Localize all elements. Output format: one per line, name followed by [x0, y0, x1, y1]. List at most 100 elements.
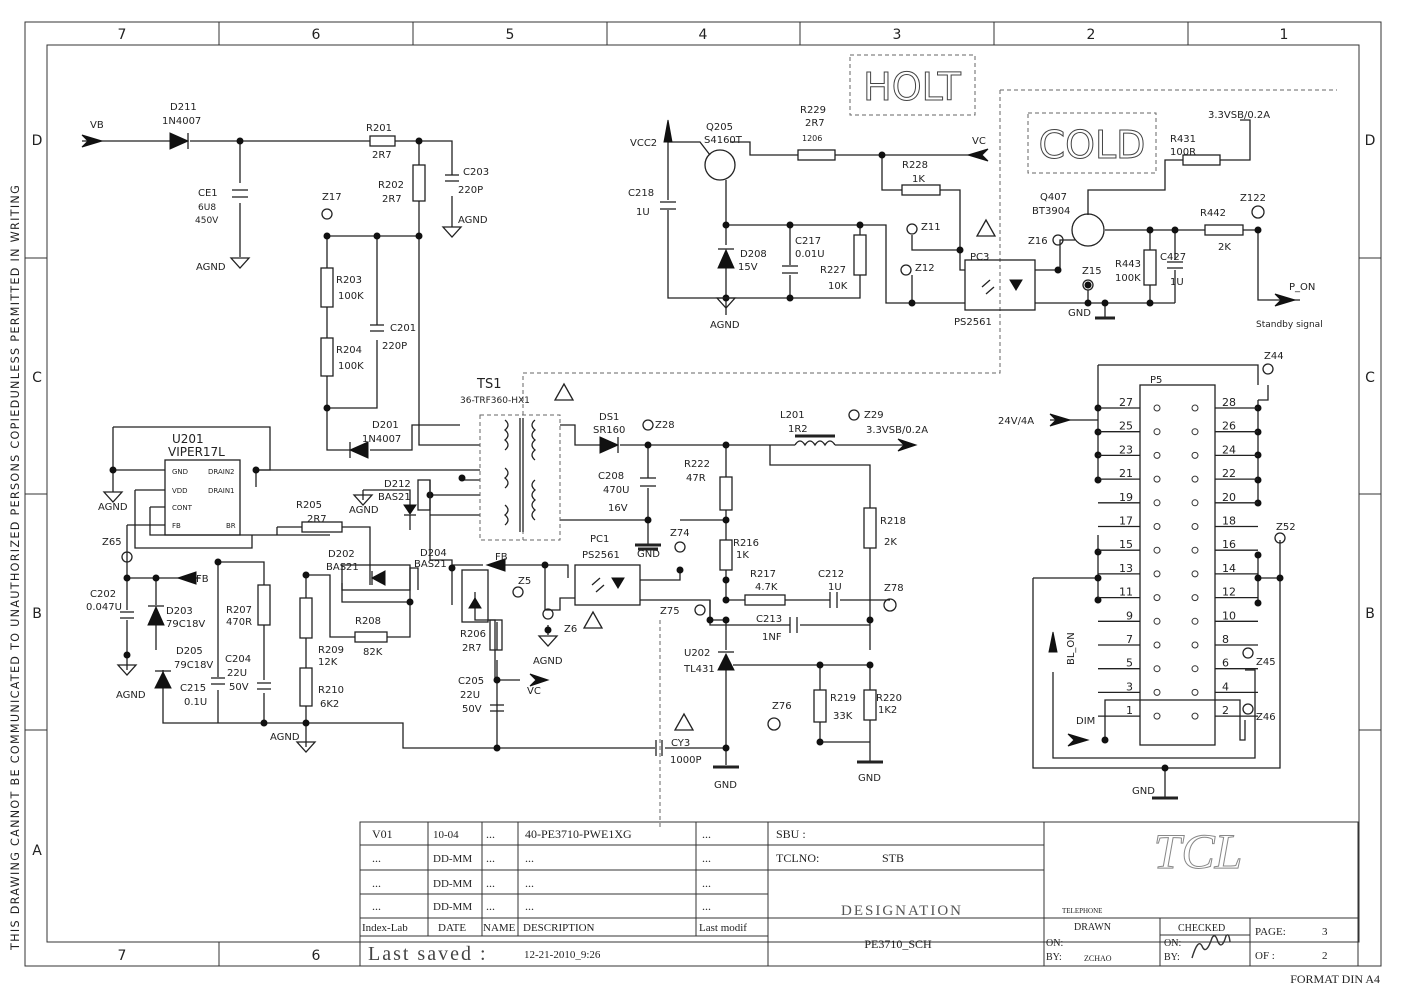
column-label: 4 [699, 27, 708, 43]
component-ref: R228 [902, 160, 928, 171]
component-ref: CY3 [671, 738, 690, 749]
p5-pin-number: 18 [1222, 515, 1236, 528]
column-label: 7 [118, 948, 127, 964]
rev-date: 10-04 [433, 829, 459, 841]
ground-label: GND [858, 773, 881, 784]
net-3v3-standby: 3.3VSB/0.2A [1208, 110, 1270, 121]
p5-pin-pad [1191, 594, 1199, 602]
component-value: 16V [608, 503, 628, 514]
p5-pin-number: 16 [1222, 538, 1236, 551]
component-value: 2K [1218, 242, 1231, 253]
column-label: 7 [118, 27, 127, 43]
p5-pin-number: 4 [1222, 680, 1229, 693]
component-ref: R431 [1170, 134, 1196, 145]
component-labels: D211 1N4007 CE1 6U8 450V R201 2R7 R202 2… [86, 102, 1296, 766]
test-point-ref: Z28 [655, 420, 675, 431]
component-value: 10K [828, 281, 848, 292]
p5-pin-number: 10 [1222, 609, 1236, 622]
row-label: A [32, 843, 42, 859]
component-ref: D211 [170, 102, 197, 113]
component-ref: Q407 [1040, 192, 1067, 203]
rev-name: ... [486, 827, 495, 841]
component-ref: C208 [598, 471, 624, 482]
component-value: 0.1U [184, 697, 207, 708]
column-label: 2 [1087, 27, 1096, 43]
component-ref: D212 [384, 479, 411, 490]
designation-value: PE3710_SCH [864, 937, 932, 951]
p5-pin-pad [1191, 617, 1199, 625]
p5-pin-pad [1191, 475, 1199, 483]
junction-dots [109, 137, 1284, 772]
sbu-label: SBU : [776, 827, 806, 841]
drawn-by-value: ZCHAO [1084, 954, 1112, 963]
page-label: PAGE: [1255, 926, 1286, 938]
component-ref: D201 [372, 420, 399, 431]
component-ref: C218 [628, 188, 654, 199]
p5-pin-pad [1191, 428, 1199, 436]
component-ref: R201 [366, 123, 392, 134]
checked-signature [1191, 934, 1231, 959]
test-point-ref: Z122 [1240, 193, 1266, 204]
component-ref: D205 [176, 646, 203, 657]
ground-label: GND [1068, 308, 1091, 319]
component-ref: D208 [740, 249, 767, 260]
component-ref: R210 [318, 685, 344, 696]
net-3v3-standby: 3.3VSB/0.2A [866, 425, 928, 436]
component-value: BAS21 [378, 492, 411, 503]
p5-pin-number: 15 [1119, 538, 1133, 551]
component-value: 1U [1170, 277, 1184, 288]
standby-signal-label: Standby signal [1256, 320, 1323, 330]
pin-label: VDD [172, 487, 188, 495]
component-ref: U201 [172, 432, 204, 446]
rev-description: ... [525, 876, 534, 890]
ground-label: GND [1132, 786, 1155, 797]
component-ref: R206 [460, 629, 486, 640]
component-ref: C205 [458, 676, 484, 687]
net-vb: VB [90, 120, 104, 131]
header-description: DESCRIPTION [523, 922, 595, 934]
ground-label: AGND [116, 690, 146, 701]
p5-pin-number: 5 [1126, 657, 1133, 670]
component-ref: C202 [90, 589, 116, 600]
component-value: 1N4007 [362, 434, 401, 445]
p5-pin-pad [1153, 475, 1161, 483]
component-ref: R222 [684, 459, 710, 470]
wiring [82, 119, 1300, 798]
net-fb: FB [196, 574, 209, 585]
p5-pin-pad [1153, 594, 1161, 602]
test-point-ref: Z17 [322, 192, 342, 203]
p5-pin-number: 26 [1222, 420, 1236, 433]
pin-label: GND [172, 468, 188, 476]
pin-label: DRAIN1 [208, 487, 235, 495]
rev-index: ... [372, 899, 381, 913]
component-value: 1U [828, 582, 842, 593]
component-ref: R229 [800, 105, 826, 116]
component-value: 1R2 [788, 424, 808, 435]
rev-index: ... [372, 851, 381, 865]
component-ref: D203 [166, 606, 193, 617]
ground-label: GND [637, 549, 660, 560]
header-last-modif: Last modif [699, 922, 747, 934]
rev-description: 40-PE3710-PWE1XG [525, 827, 632, 841]
drawn-by-label: BY: [1046, 952, 1062, 963]
component-ref: R218 [880, 516, 906, 527]
p5-pin-pad [1153, 641, 1161, 649]
checked-on-label: ON: [1164, 938, 1181, 949]
p5-pin-number: 24 [1222, 443, 1236, 456]
p5-pin-pad [1153, 451, 1161, 459]
component-value: 79C18V [166, 619, 205, 630]
column-label: 6 [312, 27, 321, 43]
component-value: 220P [382, 341, 407, 352]
warning-icon [553, 218, 997, 731]
rev-name: ... [486, 851, 495, 865]
p5-pin-number: 22 [1222, 467, 1236, 480]
p5-pin-pad [1191, 499, 1199, 507]
test-point-ref: Z75 [660, 606, 680, 617]
component-ref: DS1 [599, 412, 619, 423]
row-label: D [32, 133, 43, 149]
component-value: 36-TRF360-HX1 [460, 396, 530, 406]
component-value: 100R [1170, 147, 1196, 158]
component-value: 33K [833, 711, 853, 722]
p5-pin-number: 8 [1222, 633, 1229, 646]
